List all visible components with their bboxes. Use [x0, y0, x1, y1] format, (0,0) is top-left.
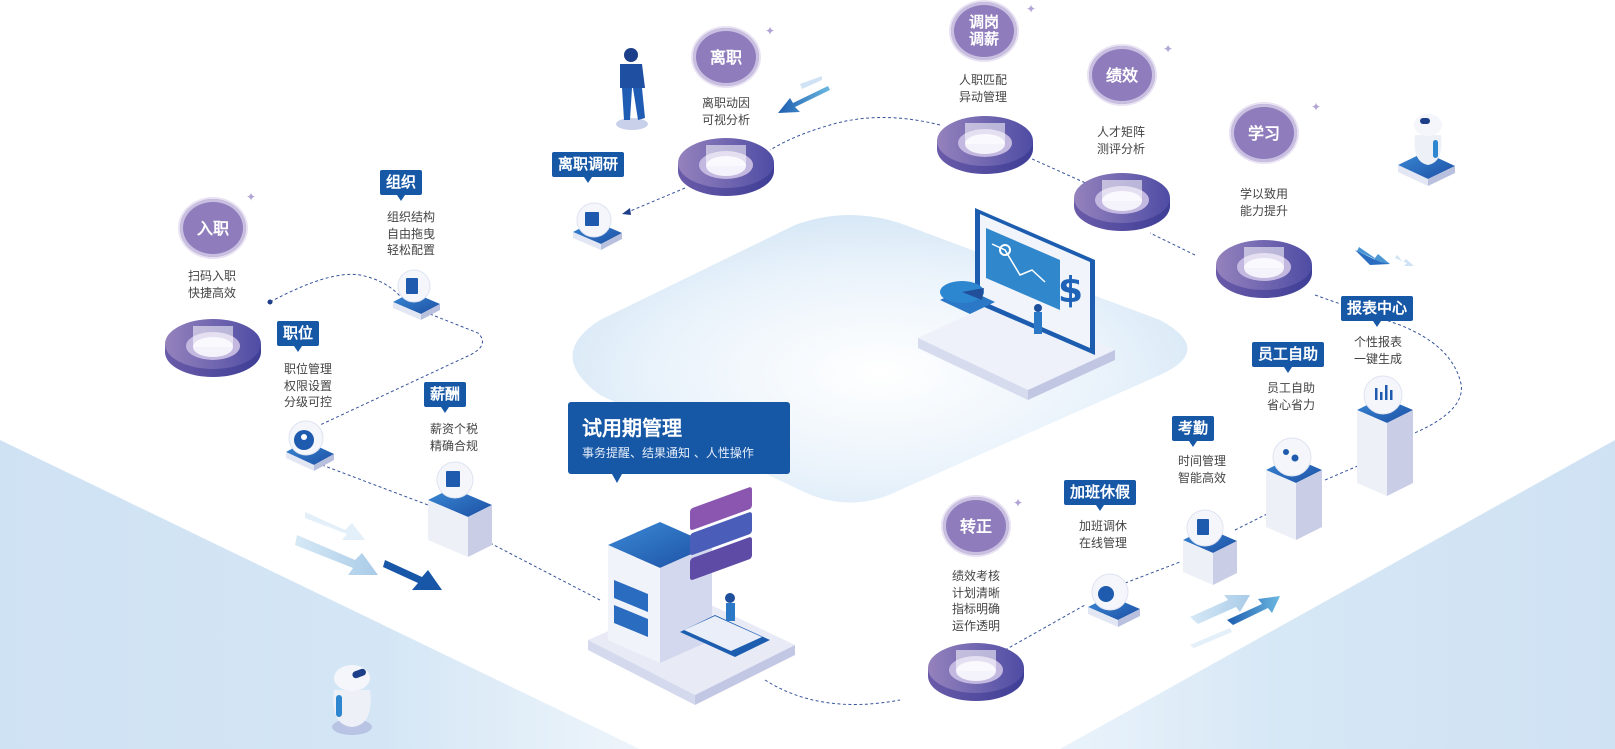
path-regular-overtime — [1004, 604, 1086, 651]
tag-report-center[interactable]: 报表中心 — [1341, 296, 1414, 327]
path-onboard-org — [269, 273, 401, 303]
floor-left — [0, 440, 640, 749]
stage-resignation-desc: 离职动因 可视分析 — [701, 96, 750, 127]
arrows-top — [778, 76, 830, 113]
stage-label: 学习 — [1247, 123, 1280, 143]
sparkle-icon: ✦ — [1026, 2, 1037, 16]
stage-regularization[interactable]: 转正 — [943, 497, 1009, 555]
sparkle-icon: ✦ — [246, 190, 257, 204]
sparkle-icon: ✦ — [1311, 100, 1322, 114]
path-org-position — [319, 313, 483, 426]
stage-resignation[interactable]: 离职 — [693, 28, 759, 86]
sparkle-icon: ✦ — [1013, 496, 1024, 510]
path-resign-survey — [627, 187, 686, 213]
path-main-regular — [764, 679, 901, 705]
icon-platform-org — [393, 269, 440, 320]
report-center-desc: 个性报表 一键生成 — [1353, 335, 1402, 366]
stage-onboarding[interactable]: 入职 — [180, 199, 246, 257]
stage-transfer[interactable]: 调岗 调薪 — [951, 2, 1017, 60]
robot-illustration-right — [1398, 114, 1455, 186]
overtime-leave-desc: 加班调休 在线管理 — [1078, 519, 1127, 550]
icon-platform-position — [286, 420, 334, 471]
attendance-desc: 时间管理 智能高效 — [1177, 454, 1226, 485]
stage-performance[interactable]: 绩效 — [1089, 46, 1155, 104]
path-salary-main — [489, 542, 601, 601]
self-service-desc: 员工自助 省心省力 — [1266, 381, 1315, 412]
stage-label: 调岗 调薪 — [968, 13, 999, 48]
icon-platform-overtime — [1088, 573, 1140, 627]
arrows-left — [295, 512, 442, 590]
path-overtime-attendance — [1119, 561, 1181, 586]
robot-illustration-left — [332, 665, 372, 735]
probation-management-card[interactable]: 试用期管理 事务提醒、结果通知 、人性操作 — [568, 402, 790, 483]
main-title: 试用期管理 — [582, 416, 682, 440]
path-attendance-self — [1234, 509, 1276, 531]
sparkle-icon: ✦ — [1163, 42, 1174, 56]
icon-platform-salary — [428, 461, 492, 557]
tag-position[interactable]: 职位 — [277, 321, 320, 352]
tag-salary[interactable]: 薪酬 — [424, 382, 467, 413]
path-learning-perf — [1149, 232, 1196, 256]
main-subtitle: 事务提醒、结果通知 、人性操作 — [582, 446, 754, 460]
salary-desc: 薪资个税 精确合规 — [429, 422, 478, 453]
path-perf-transfer — [1029, 157, 1091, 186]
dashboard-illustration: $ — [918, 208, 1115, 400]
icon-platform-self-service — [1266, 437, 1322, 540]
tag-overtime-leave[interactable]: 加班休假 — [1064, 480, 1137, 511]
stage-label: 离职 — [709, 47, 742, 67]
tag-self-service[interactable]: 员工自助 — [1252, 342, 1325, 373]
arrows-right-upper — [1355, 247, 1414, 266]
svg-text:$: $ — [1058, 270, 1083, 311]
stage-onboarding-desc: 扫码入职 快捷高效 — [187, 269, 236, 300]
path-start-dot — [267, 299, 273, 305]
stage-learning[interactable]: 学习 — [1231, 104, 1297, 162]
path-transfer-resign — [769, 117, 941, 151]
path-self-report — [1324, 464, 1361, 481]
arrows-right-lower — [1190, 595, 1280, 648]
stage-label: 绩效 — [1105, 65, 1138, 85]
stage-label: 入职 — [196, 218, 229, 238]
icon-platform-survey — [573, 202, 622, 250]
main-server-illustration — [588, 487, 795, 705]
survey-arrowhead — [622, 208, 631, 215]
stage-label: 转正 — [959, 516, 992, 536]
stage-regularization-desc: 绩效考核 计划清晰 指标明确 运作透明 — [951, 569, 1000, 633]
icon-platform-report — [1357, 375, 1413, 496]
organization-desc: 组织结构 自由拖曳 轻松配置 — [386, 210, 435, 257]
tag-organization[interactable]: 组织 — [380, 170, 423, 201]
stage-performance-desc: 人才矩阵 测评分析 — [1096, 125, 1145, 156]
stage-learning-desc: 学以致用 能力提升 — [1239, 187, 1288, 218]
tag-exit-survey[interactable]: 离职调研 — [552, 152, 625, 183]
floor-right — [1060, 440, 1615, 749]
position-desc: 职位管理 权限设置 分级可控 — [283, 362, 332, 409]
path-position-salary — [321, 464, 429, 506]
sparkle-icon: ✦ — [765, 24, 776, 38]
path-report-learning — [1314, 294, 1462, 436]
person-illustration — [616, 48, 648, 130]
stage-transfer-desc: 人职匹配 异动管理 — [958, 73, 1007, 104]
icon-platform-attendance — [1183, 509, 1237, 585]
tag-attendance[interactable]: 考勤 — [1172, 416, 1215, 447]
